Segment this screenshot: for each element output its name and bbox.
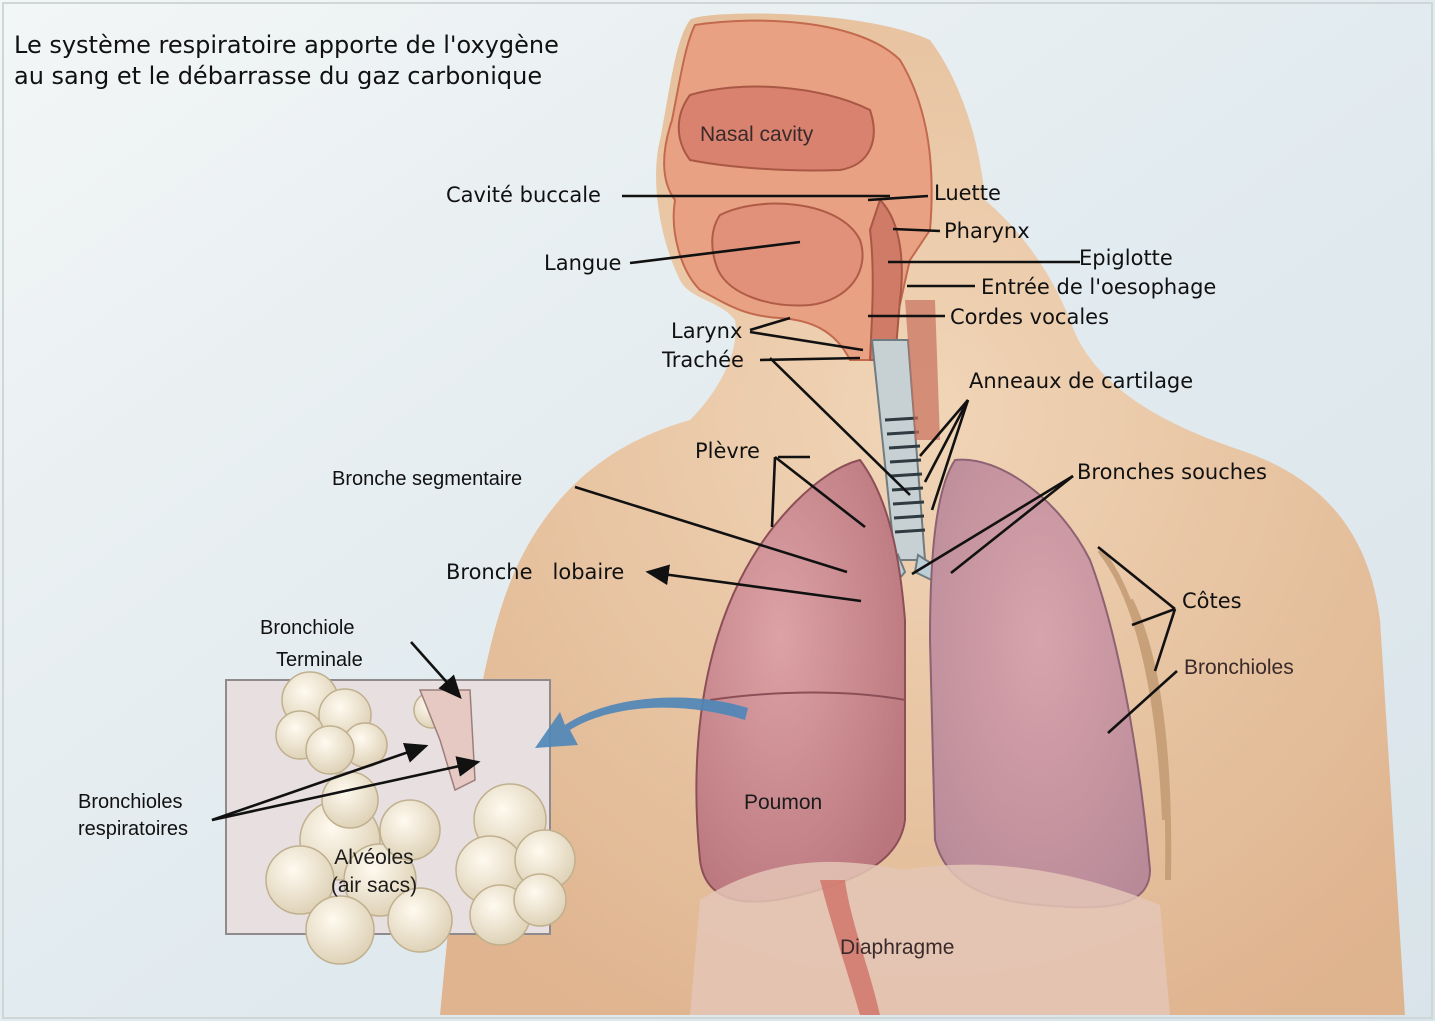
label-diaphragme: Diaphragme <box>840 937 954 958</box>
title-line-2: au sang et le débarrasse du gaz carboniq… <box>14 61 559 92</box>
label-bronchioles-resp-2: respiratoires <box>78 819 188 839</box>
label-nasal-cavity: Nasal cavity <box>700 124 813 145</box>
label-plevre: Plèvre <box>695 441 760 462</box>
label-cavite-buccale: Cavité buccale <box>446 185 601 206</box>
label-bronchioles-resp-1: Bronchioles <box>78 792 183 812</box>
label-pharynx: Pharynx <box>944 221 1030 242</box>
label-langue: Langue <box>544 253 621 274</box>
label-trachee: Trachée <box>662 350 744 371</box>
label-terminale: Terminale <box>276 650 363 670</box>
label-alveoles: Alvéoles <box>318 847 430 868</box>
label-anneaux-cartilage: Anneaux de cartilage <box>969 371 1193 392</box>
label-epiglotte: Epiglotte <box>1079 248 1173 269</box>
title-line-1: Le système respiratoire apporte de l'oxy… <box>14 30 559 61</box>
label-bronches-souches: Bronches souches <box>1077 462 1267 483</box>
label-cotes: Côtes <box>1182 591 1242 612</box>
label-poumon: Poumon <box>744 792 822 813</box>
label-cordes-vocales: Cordes vocales <box>950 307 1109 328</box>
label-luette: Luette <box>934 183 1001 204</box>
label-bronche-lobaire: Bronche lobaire <box>446 562 624 583</box>
label-bronchioles: Bronchioles <box>1184 657 1294 678</box>
label-entree-oesophage: Entrée de l'oesophage <box>981 277 1216 298</box>
label-larynx: Larynx <box>671 321 742 342</box>
label-bronche-segmentaire: Bronche segmentaire <box>332 469 522 489</box>
diagram-title: Le système respiratoire apporte de l'oxy… <box>14 30 559 92</box>
label-air-sacs: (air sacs) <box>312 875 436 896</box>
label-bronchiole: Bronchiole <box>260 618 355 638</box>
